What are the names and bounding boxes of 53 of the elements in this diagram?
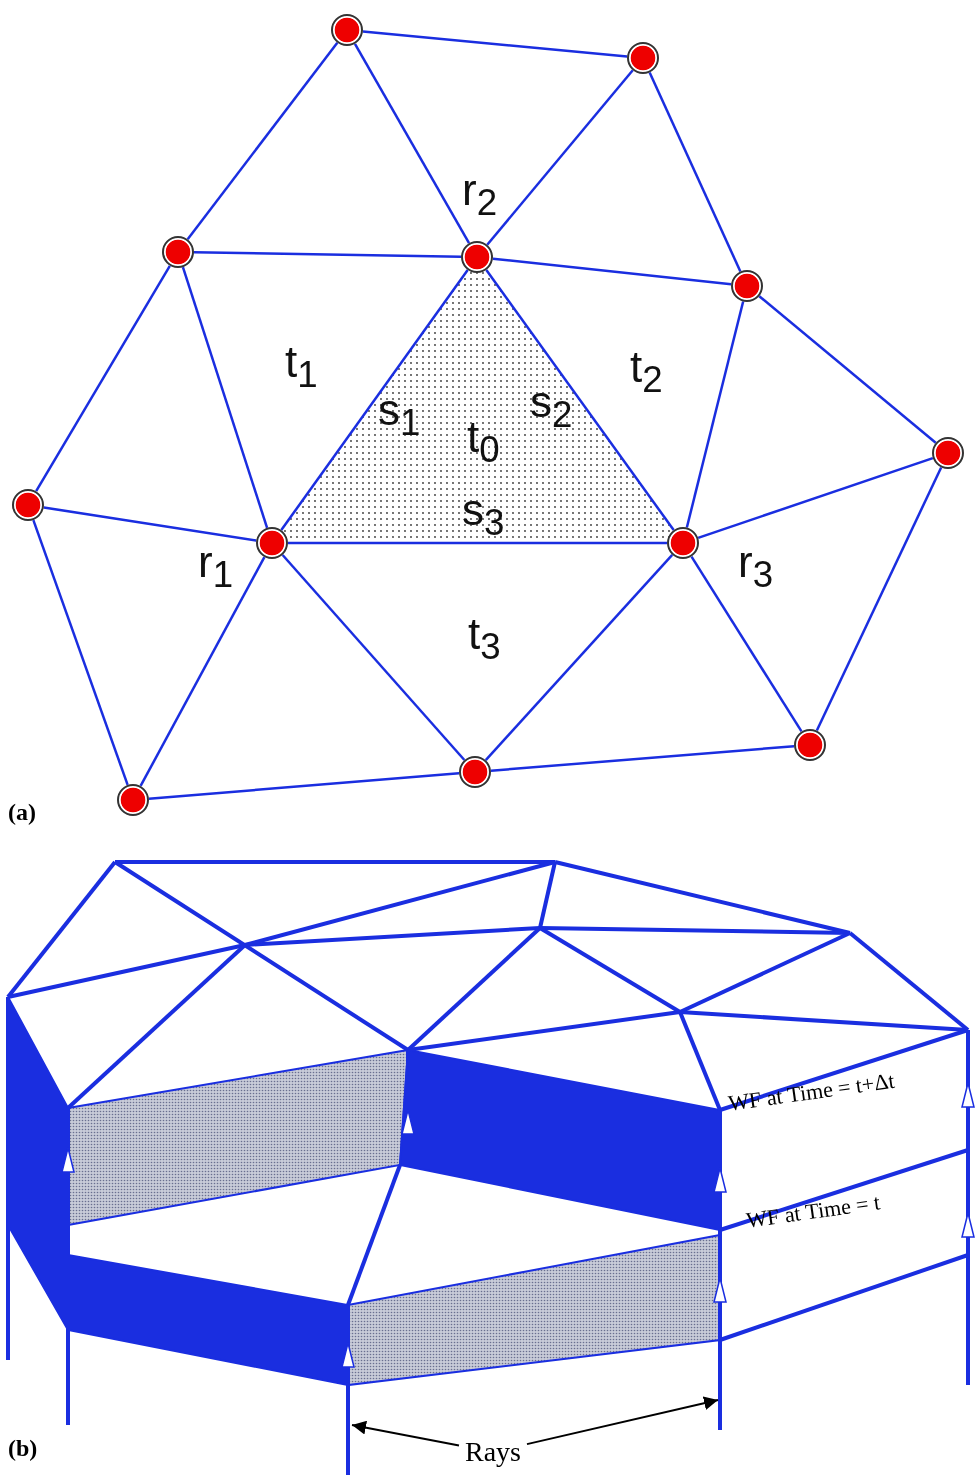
mesh-edge	[492, 257, 732, 286]
mesh-edge	[181, 266, 269, 529]
triangle-label: t$_{3}$	[468, 612, 501, 666]
mesh-edge	[43, 506, 257, 542]
vertex-circle	[731, 270, 763, 302]
mesh-edge	[697, 456, 934, 540]
vertex-circle	[461, 241, 493, 273]
wavefront-label: WF at Time = t+Δt	[727, 1069, 896, 1115]
mesh-edge	[648, 72, 742, 272]
mesh-edge	[148, 772, 460, 800]
mesh-edge	[139, 556, 266, 787]
panel-label: (b)	[8, 1436, 38, 1460]
vertex-label: r$_{2}$	[462, 168, 498, 222]
vertex-circle	[12, 489, 44, 521]
triangle-label: t$_{0}$	[467, 415, 500, 469]
mesh-edge	[353, 43, 471, 244]
vertex-circle	[932, 437, 964, 469]
mesh-edge	[193, 251, 462, 258]
side-label: s$_{1}$	[378, 388, 421, 442]
vertex-circle	[256, 527, 288, 559]
side-label: s$_{3}$	[462, 488, 505, 542]
mesh-edge	[815, 466, 943, 732]
vertex-circle	[627, 42, 659, 74]
mesh-edge	[486, 69, 634, 246]
mesh-edge	[32, 519, 129, 786]
mesh-edge	[186, 41, 339, 241]
triangle-label: t$_{1}$	[285, 340, 318, 394]
mesh-edge	[685, 301, 745, 528]
vertex-label: r$_{1}$	[198, 540, 234, 594]
mesh-edge	[280, 269, 469, 531]
vertex-circle	[667, 527, 699, 559]
vertex-circle	[162, 236, 194, 268]
rays-label: Rays	[465, 1438, 521, 1466]
triangle-label: t$_{2}$	[630, 345, 663, 399]
mesh-edge	[485, 269, 675, 531]
wavefront-label: WF at Time = t	[745, 1191, 882, 1232]
mesh-edge	[484, 554, 674, 761]
vertex-circle	[459, 756, 491, 788]
mesh-edge	[690, 555, 803, 733]
mesh-edge	[35, 265, 171, 492]
vertex-circle	[117, 784, 149, 816]
vertex-label: r$_{3}$	[738, 540, 774, 594]
mesh-edge	[288, 541, 667, 545]
mesh-edge	[490, 745, 795, 772]
leader-arrow	[526, 1396, 719, 1446]
vertex-circle	[331, 14, 363, 46]
panel-label: (a)	[8, 800, 36, 824]
vertex-circle	[794, 729, 826, 761]
mesh-edge	[758, 295, 937, 444]
mesh-edge	[362, 30, 628, 58]
mesh-edge	[281, 554, 466, 761]
side-label: s$_{2}$	[530, 380, 573, 434]
leader-arrow	[351, 1420, 460, 1447]
